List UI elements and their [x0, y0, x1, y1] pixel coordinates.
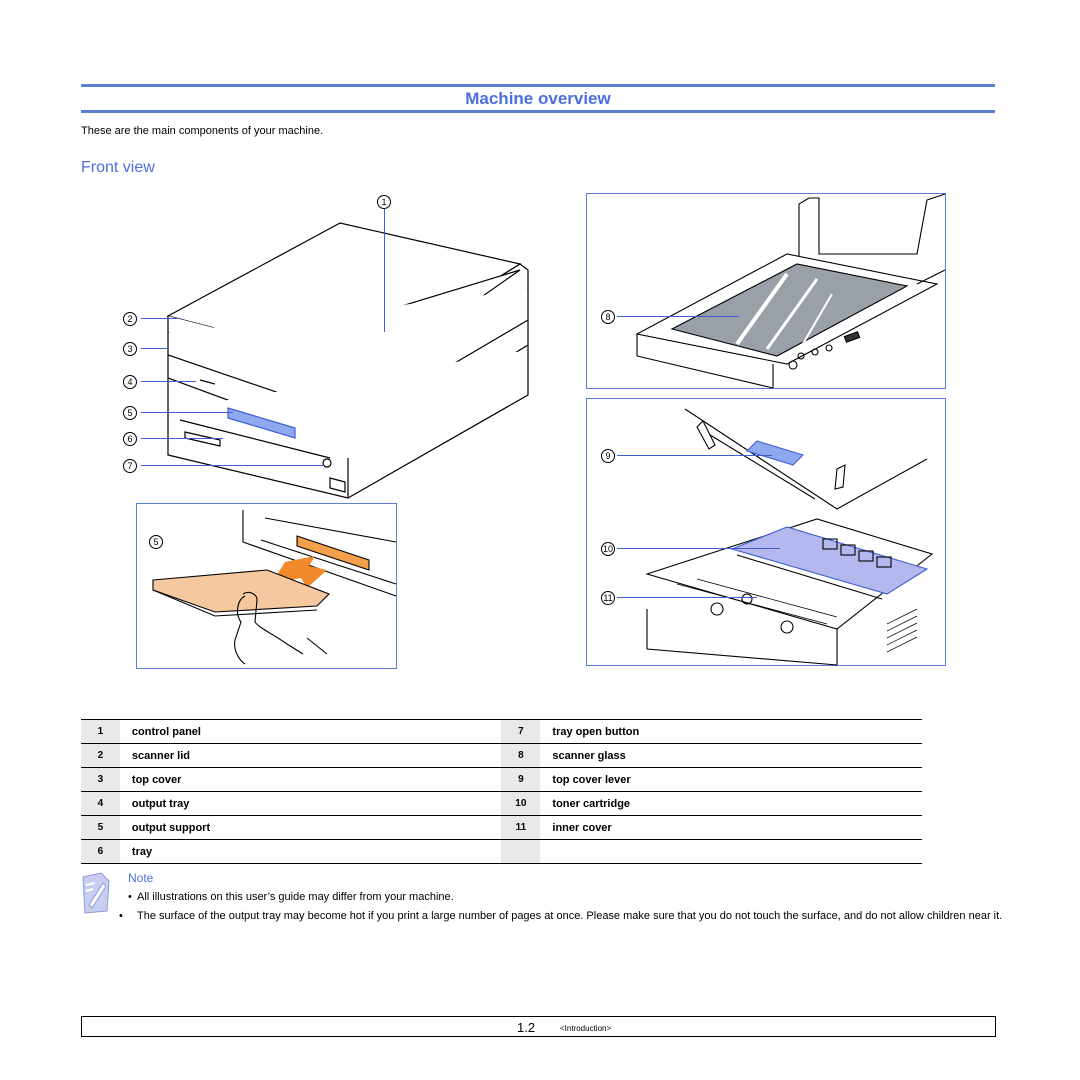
callout-line-5 — [141, 412, 233, 413]
bullet-dot: • — [128, 891, 132, 903]
callout-line-6 — [141, 438, 223, 439]
part-label: output tray — [119, 791, 502, 816]
table-row: 2 scanner lid 8 scanner glass — [81, 743, 922, 768]
part-number: 11 — [501, 815, 541, 840]
callout-11: 11 — [601, 591, 615, 605]
title-rule-top — [81, 84, 995, 87]
callout-6: 6 — [123, 432, 137, 446]
table-row: 4 output tray 10 toner cartridge — [81, 791, 922, 816]
part-number: 10 — [501, 791, 541, 816]
callout-line-2 — [141, 318, 181, 319]
callout-2: 2 — [123, 312, 137, 326]
part-number: 2 — [81, 743, 120, 768]
callout-line-9 — [617, 455, 772, 456]
table-row: 5 output support 11 inner cover — [81, 815, 922, 840]
part-label: top cover lever — [540, 767, 922, 792]
callout-10: 10 — [601, 542, 615, 556]
table-row: 3 top cover 9 top cover lever — [81, 767, 922, 792]
page-footer — [81, 1016, 996, 1037]
part-number: 6 — [81, 839, 120, 864]
note-text-2: The surface of the output tray may becom… — [137, 910, 1003, 922]
table-row: 1 control panel 7 tray open button — [81, 719, 922, 744]
note-bullet-1: • All illustrations on this user’s guide … — [128, 891, 988, 904]
scanner-glass-frame — [586, 193, 946, 389]
note-pencil-icon — [82, 872, 110, 914]
part-label: tray — [119, 839, 502, 864]
callout-line-10 — [617, 548, 780, 549]
note-text-1: All illustrations on this user’s guide m… — [137, 891, 454, 903]
callout-line-3 — [141, 348, 168, 349]
part-number: 3 — [81, 767, 120, 792]
callout-line-1 — [384, 208, 385, 332]
part-number: 4 — [81, 791, 120, 816]
part-label: inner cover — [540, 815, 922, 840]
section-heading: Front view — [81, 159, 155, 176]
part-label: scanner lid — [119, 743, 502, 768]
parts-table: 1 control panel 7 tray open button 2 sca… — [81, 719, 922, 864]
callout-3: 3 — [123, 342, 137, 356]
part-number: 1 — [81, 719, 120, 744]
callout-1: 1 — [377, 195, 391, 209]
callout-7: 7 — [123, 459, 137, 473]
title-rule-bottom — [81, 110, 995, 113]
part-number — [501, 839, 541, 864]
callout-line-4 — [141, 381, 196, 382]
chapter-name: <Introduction> — [560, 1024, 612, 1033]
output-support-inset — [136, 503, 397, 669]
part-number: 7 — [501, 719, 541, 744]
open-printer-frame — [586, 398, 946, 666]
page-title: Machine overview — [465, 89, 611, 108]
note-label: Note — [128, 871, 154, 885]
part-label: output support — [119, 815, 502, 840]
note-bullet-2: • The surface of the output tray may beco… — [119, 910, 1003, 923]
part-label: control panel — [119, 719, 502, 744]
callout-8: 8 — [601, 310, 615, 324]
part-number: 9 — [501, 767, 541, 792]
part-label: top cover — [119, 767, 502, 792]
part-label: scanner glass — [540, 743, 922, 768]
part-label: toner cartridge — [540, 791, 922, 816]
callout-line-8 — [617, 316, 739, 317]
intro-text: These are the main components of your ma… — [81, 125, 324, 137]
callout-line-7 — [141, 465, 324, 466]
callout-line-11 — [617, 597, 757, 598]
bullet-dot: • — [119, 910, 123, 922]
inset-callout-5: 5 — [149, 535, 163, 549]
table-row: 6 tray — [81, 839, 922, 864]
page-number: 1.2 — [517, 1020, 536, 1035]
part-label: tray open button — [540, 719, 922, 744]
part-number: 5 — [81, 815, 120, 840]
callout-5: 5 — [123, 406, 137, 420]
callout-9: 9 — [601, 449, 615, 463]
part-number: 8 — [501, 743, 541, 768]
callout-4: 4 — [123, 375, 137, 389]
part-label — [540, 839, 922, 864]
